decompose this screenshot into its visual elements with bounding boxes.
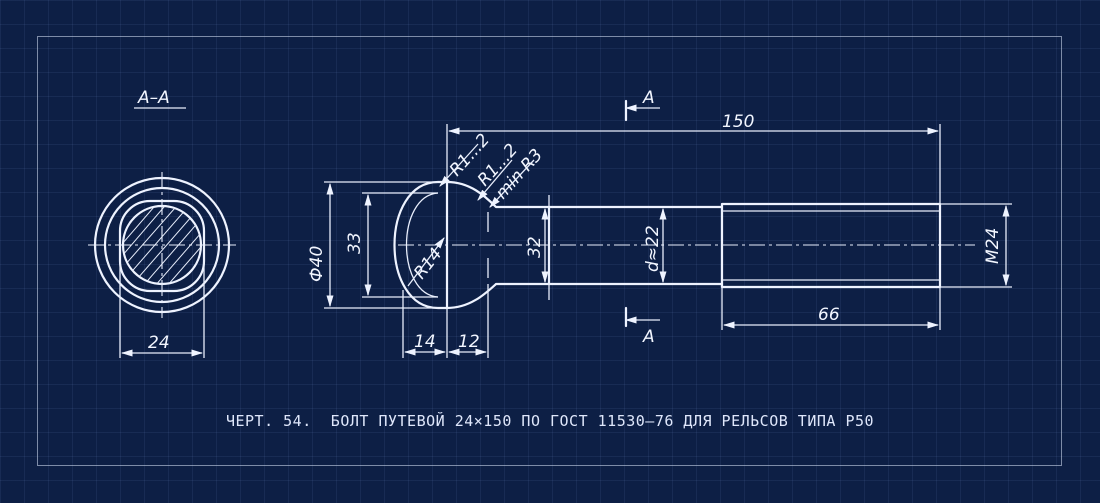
cut-mark-top-label: A [642, 88, 655, 108]
dim-14-label: 14 [414, 332, 436, 352]
dim-d40-label: Ф40 [307, 246, 327, 282]
section-width-label: 24 [148, 333, 170, 353]
dim-r14-label: R14 [410, 244, 446, 283]
dimensions: 150 66 M24 Ф40 33 32 [307, 112, 1012, 358]
dim-150-label: 150 [722, 112, 754, 132]
dim-d22-label: d≈22 [643, 225, 663, 272]
bolt-main-view [393, 180, 975, 310]
dim-min-r3-leader [489, 159, 535, 208]
bolt-neck-bottom [445, 282, 551, 310]
drawing-frame [37, 36, 1062, 466]
cut-markers: A A [624, 88, 660, 347]
dim-m24-label: M24 [983, 228, 1003, 264]
dim-66-label: 66 [818, 305, 840, 325]
dim-32-label: 32 [525, 236, 545, 258]
drawing-caption: ЧЕРТ. 54. БОЛТ ПУТЕВОЙ 24×150 ПО ГОСТ 11… [225, 412, 875, 430]
bolt-head-outline [393, 180, 449, 310]
dim-33-label: 33 [345, 232, 365, 254]
cut-mark-bottom-label: A [642, 327, 655, 347]
dim-12-label: 12 [458, 332, 480, 352]
section-label: A–A [137, 88, 170, 108]
dim-r14-leader [407, 237, 445, 287]
dim-fillet1-leader [439, 143, 479, 187]
dim-fillet2-leader [477, 159, 513, 201]
section-a-a-view: A–A 24 [88, 88, 236, 358]
